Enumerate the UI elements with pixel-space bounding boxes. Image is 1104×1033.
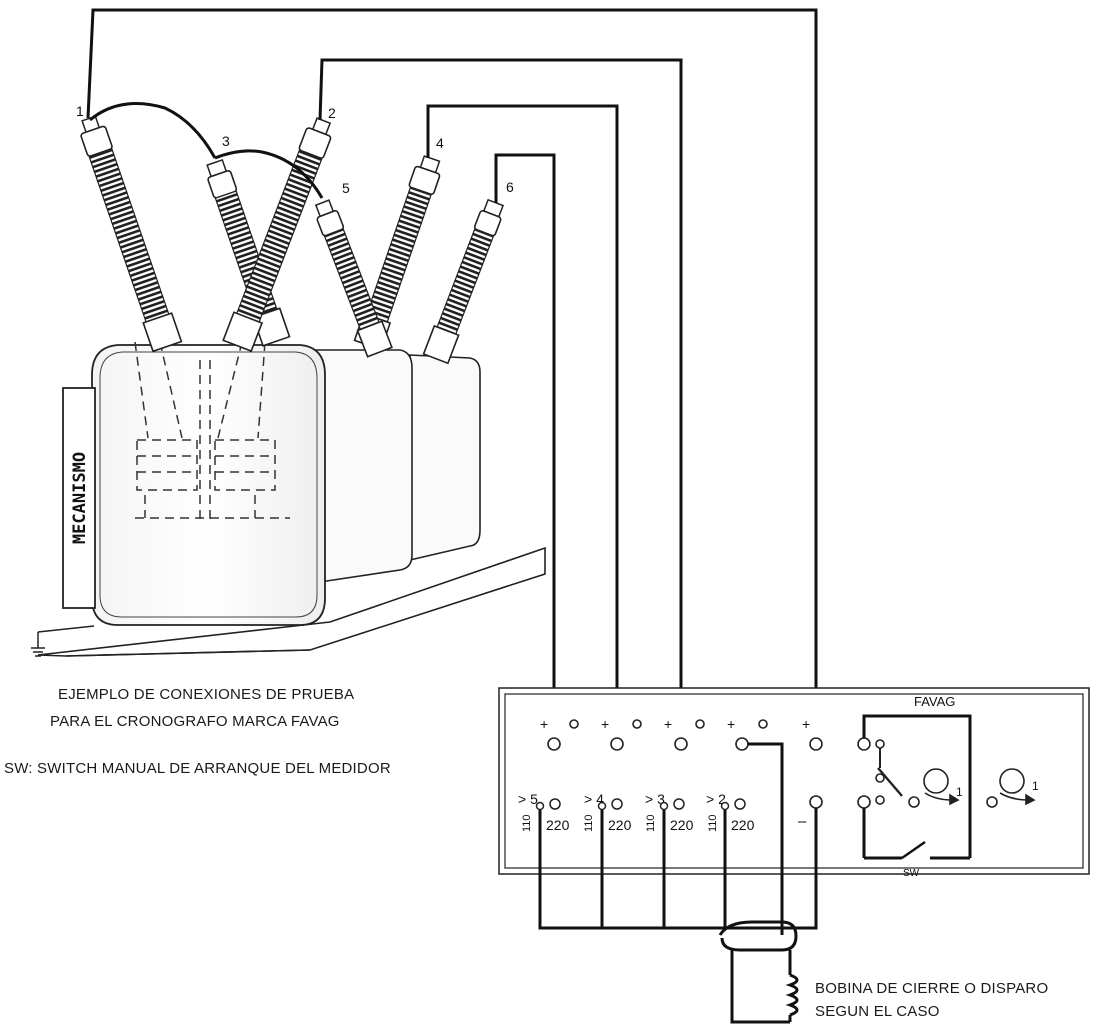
- channel-label-2: > 2: [706, 791, 726, 807]
- ground-symbol: [31, 625, 95, 657]
- switch-label: SW: [903, 868, 920, 879]
- dial-label: 1: [1032, 779, 1039, 793]
- voltage-110: 110: [583, 814, 595, 832]
- plus-sign: +: [727, 716, 735, 732]
- terminal-label-2: 2: [328, 105, 336, 121]
- dial-symbol-2: [986, 768, 1036, 808]
- terminal-label-5: 5: [342, 180, 350, 196]
- voltage-220: 220: [608, 817, 632, 833]
- mechanism-label: MECANISMO: [70, 452, 90, 544]
- voltage-220-labels: 220 220 220 220: [546, 817, 755, 833]
- terminal-label-4: 4: [436, 135, 444, 151]
- voltage-220: 220: [731, 817, 755, 833]
- channel-label-5: > 5: [518, 791, 538, 807]
- voltage-110: 110: [521, 814, 533, 832]
- jumper-cables: [89, 102, 324, 199]
- plus-sign: +: [664, 716, 672, 732]
- favag-chronograph: FAVAG + + + + + > 5 > 4 > 3 > 2: [498, 687, 1090, 875]
- terminal-label-6: 6: [506, 179, 514, 195]
- terminal-labels: 1 2 3 4 5 6: [76, 103, 514, 196]
- voltage-110-labels: 110 110 110 110: [521, 814, 719, 832]
- bushing-2: [222, 117, 332, 353]
- external-wiring: [538, 714, 972, 1024]
- coil-caption-1: BOBINA DE CIERRE O DISPARO: [815, 980, 1049, 997]
- caption-line-3: SW: SWITCH MANUAL DE ARRANQUE DEL MEDIDO…: [4, 760, 391, 777]
- voltage-110: 110: [707, 814, 719, 832]
- channel-label-3: > 3: [645, 791, 665, 807]
- bushing-5: [314, 199, 393, 358]
- plus-terminals: [547, 719, 823, 751]
- bushing-6: [422, 198, 505, 365]
- voltage-220: 220: [670, 817, 694, 833]
- caption-line-1: EJEMPLO DE CONEXIONES DE PRUEBA: [58, 686, 355, 703]
- voltage-220: 220: [546, 817, 570, 833]
- favag-label: FAVAG: [914, 694, 955, 709]
- dial-label: 1: [956, 785, 963, 799]
- plus-sign: +: [540, 716, 548, 732]
- breaker-base: [37, 546, 546, 657]
- minus-terminal: [809, 795, 823, 809]
- plus-sign: +: [802, 716, 810, 732]
- plus-sign: +: [601, 716, 609, 732]
- breaker-middle-tank: [299, 349, 413, 586]
- plus-signs: + + + + +: [540, 716, 810, 732]
- breaker-rear-tank: [409, 354, 481, 562]
- internal-contacts: [134, 341, 290, 520]
- caption-line-2: PARA EL CRONOGRAFO MARCA FAVAG: [50, 713, 340, 730]
- coil-caption-2: SEGUN EL CASO: [815, 1003, 940, 1020]
- terminal-label-1: 1: [76, 103, 84, 119]
- breaker-front-tank: [91, 344, 326, 626]
- voltage-110: 110: [645, 814, 657, 832]
- minus-sign: –: [798, 813, 807, 830]
- test-leads: [86, 8, 818, 738]
- mechanism-box: MECANISMO: [62, 387, 96, 609]
- bushing-1: [80, 115, 183, 353]
- terminal-label-3: 3: [222, 133, 230, 149]
- voltage-selectors: [535, 798, 746, 811]
- dial-symbol: [908, 768, 960, 808]
